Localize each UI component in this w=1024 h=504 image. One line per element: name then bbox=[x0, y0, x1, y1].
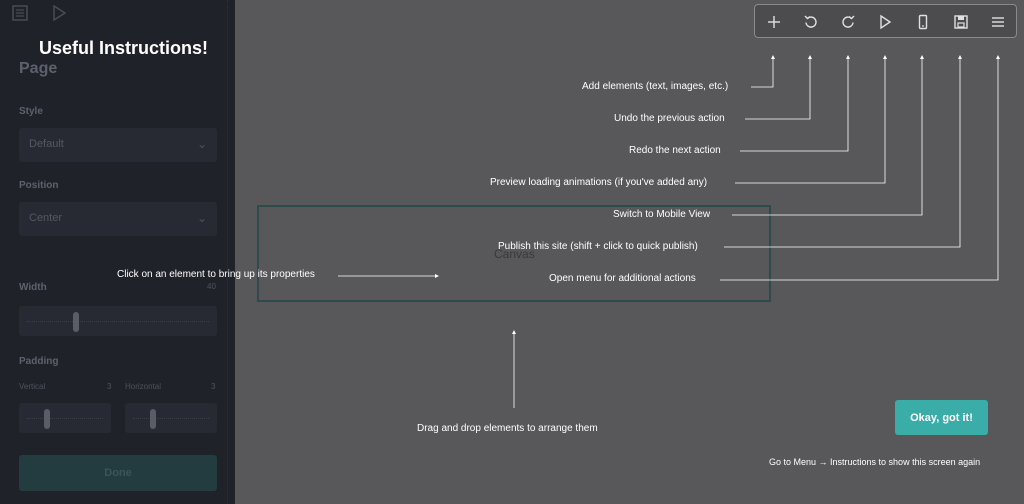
style-label: Style bbox=[19, 106, 43, 117]
menu-button[interactable] bbox=[988, 12, 1008, 32]
play-icon bbox=[880, 14, 892, 30]
toolbar bbox=[754, 4, 1017, 38]
sidebar-title: Page bbox=[19, 60, 58, 77]
vertical-label: Vertical bbox=[19, 382, 46, 391]
instruction-publish: Publish this site (shift + click to quic… bbox=[498, 241, 698, 252]
position-value: Center bbox=[29, 212, 63, 224]
style-select[interactable]: Default ⌄ bbox=[19, 128, 217, 162]
redo-button[interactable] bbox=[838, 12, 858, 32]
instruction-properties: Click on an element to bring up its prop… bbox=[117, 269, 315, 280]
chevron-down-icon: ⌄ bbox=[196, 137, 207, 151]
instruction-mobile: Switch to Mobile View bbox=[613, 209, 711, 220]
okay-got-it-button[interactable]: Okay, got it! bbox=[895, 400, 988, 435]
save-icon bbox=[954, 15, 968, 29]
undo-button[interactable] bbox=[801, 12, 821, 32]
document-icon[interactable] bbox=[11, 4, 29, 22]
done-button[interactable]: Done bbox=[19, 455, 217, 491]
style-value: Default bbox=[29, 138, 64, 150]
position-select[interactable]: Center ⌄ bbox=[19, 202, 217, 236]
preview-button[interactable] bbox=[875, 12, 895, 32]
instructions-footer-hint: Go to Menu → Instructions to show this s… bbox=[769, 457, 981, 467]
vertical-slider-handle[interactable] bbox=[44, 409, 50, 429]
properties-sidebar: Page Style Default ⌄ Position Center ⌄ W… bbox=[0, 0, 235, 504]
instruction-redo: Redo the next action bbox=[629, 145, 721, 156]
padding-label: Padding bbox=[19, 356, 59, 367]
vertical-value: 3 bbox=[107, 382, 112, 391]
publish-button[interactable] bbox=[951, 12, 971, 32]
canvas-label: Canvas bbox=[494, 247, 535, 261]
callout-line-add bbox=[751, 55, 775, 88]
redo-icon bbox=[842, 15, 855, 28]
horizontal-value: 3 bbox=[211, 382, 216, 391]
undo-icon bbox=[804, 15, 817, 28]
instruction-menu: Open menu for additional actions bbox=[549, 273, 696, 284]
vertical-padding-slider[interactable] bbox=[19, 403, 111, 433]
instructions-heading: Useful Instructions! bbox=[39, 38, 209, 58]
horizontal-label: Horizontal bbox=[125, 382, 162, 391]
position-label: Position bbox=[19, 180, 59, 191]
width-value: 40 bbox=[207, 282, 216, 291]
instruction-preview: Preview loading animations (if you've ad… bbox=[490, 177, 708, 188]
callout-line-preview bbox=[735, 55, 887, 184]
plus-icon bbox=[768, 16, 780, 28]
play-icon[interactable] bbox=[50, 4, 68, 22]
instruction-drag: Drag and drop elements to arrange them bbox=[417, 423, 598, 434]
callout-line-undo bbox=[745, 55, 812, 120]
add-element-button[interactable] bbox=[764, 12, 784, 32]
horizontal-padding-slider[interactable] bbox=[125, 403, 217, 433]
horizontal-slider-handle[interactable] bbox=[150, 409, 156, 429]
callout-line-redo bbox=[740, 55, 850, 152]
chevron-down-icon: ⌄ bbox=[196, 211, 207, 225]
callout-line-mobile bbox=[732, 55, 924, 216]
mobile-view-button[interactable] bbox=[913, 12, 933, 32]
menu-icon bbox=[992, 17, 1004, 27]
instruction-add: Add elements (text, images, etc.) bbox=[582, 81, 729, 92]
width-slider[interactable] bbox=[19, 306, 217, 336]
sidebar-divider bbox=[227, 0, 228, 504]
width-slider-handle[interactable] bbox=[73, 312, 80, 332]
mobile-icon bbox=[918, 14, 928, 30]
instruction-undo: Undo the previous action bbox=[614, 113, 725, 124]
width-label: Width bbox=[19, 282, 47, 293]
